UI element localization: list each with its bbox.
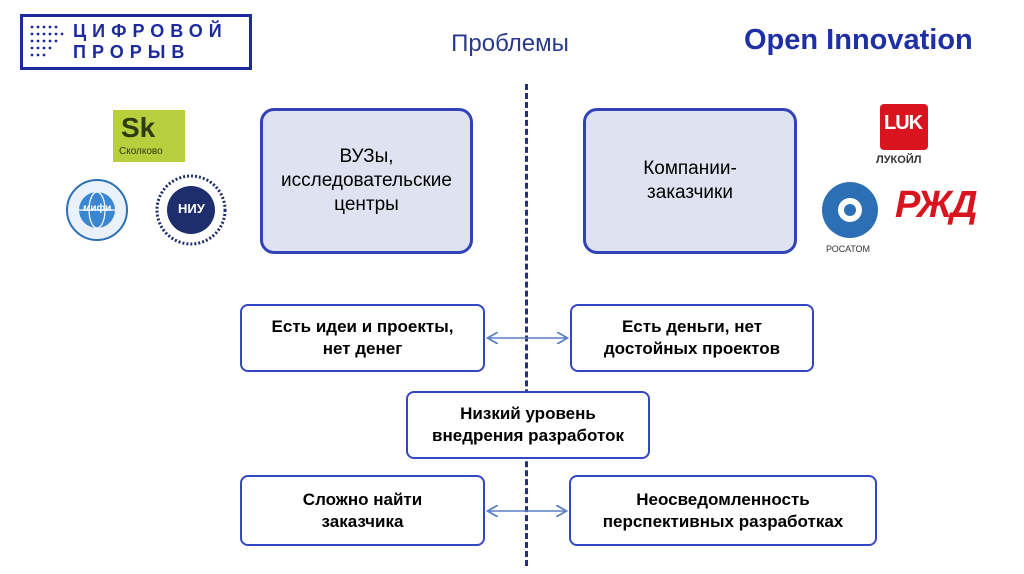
universities-label: ВУЗы, исследовательские центры [281, 146, 452, 215]
skolkovo-logo: Sk Сколково [113, 110, 185, 162]
hse-mark: НИУ [178, 201, 205, 216]
page-title: Проблемы [451, 30, 569, 57]
money-no-projects-box: Есть деньги, нет достойных проектов [570, 304, 814, 372]
low-adoption-label: Низкий уровень внедрения разработок [432, 404, 624, 445]
lukoil-name: ЛУКОЙЛ [876, 154, 922, 166]
rosatom-logo: РОСАТОМ [816, 178, 884, 258]
mephi-globe-icon [66, 179, 128, 241]
skolkovo-name: Сколково [119, 146, 163, 157]
companies-label: Компании- заказчики [643, 158, 737, 203]
headline: Open Innovation [744, 24, 973, 56]
mephi-logo: мифи [64, 174, 130, 246]
companies-box: Компании- заказчики [583, 108, 797, 254]
hse-logo: НИУ [154, 174, 228, 246]
hse-seal-icon [155, 174, 227, 246]
center-divider [525, 84, 528, 566]
rzd-logo: РЖД [895, 184, 978, 226]
lukoil-logo: LUK ЛУКОЙЛ [874, 104, 936, 170]
dots-pattern-icon [30, 25, 64, 57]
lukoil-mark-box [880, 104, 928, 150]
ideas-no-money-box: Есть идеи и проекты, нет денег [240, 304, 485, 372]
universities-box: ВУЗы, исследовательские центры [260, 108, 473, 254]
ideas-no-money-label: Есть идеи и проекты, нет денег [271, 317, 454, 358]
mephi-name: мифи [83, 203, 112, 214]
unawareness-box: Неосведомленность перспективных разработ… [569, 475, 877, 546]
rosatom-name: РОСАТОМ [826, 244, 870, 254]
unawareness-label: Неосведомленность перспективных разработ… [602, 489, 844, 531]
hard-to-find-customer-label: Сложно найти заказчика [302, 489, 423, 531]
rosatom-atom-icon [822, 182, 878, 238]
brand-logo: ЦИФРОВОЙ ПРОРЫВ [20, 14, 252, 70]
brand-line2: ПРОРЫВ [73, 42, 191, 62]
low-adoption-box: Низкий уровень внедрения разработок [406, 391, 650, 459]
hard-to-find-customer-box: Сложно найти заказчика [240, 475, 485, 546]
money-no-projects-label: Есть деньги, нет достойных проектов [603, 317, 781, 358]
brand-line1: ЦИФРОВОЙ [73, 21, 228, 41]
skolkovo-mark: Sk [121, 112, 156, 143]
lukoil-mark: LUK [884, 112, 923, 134]
